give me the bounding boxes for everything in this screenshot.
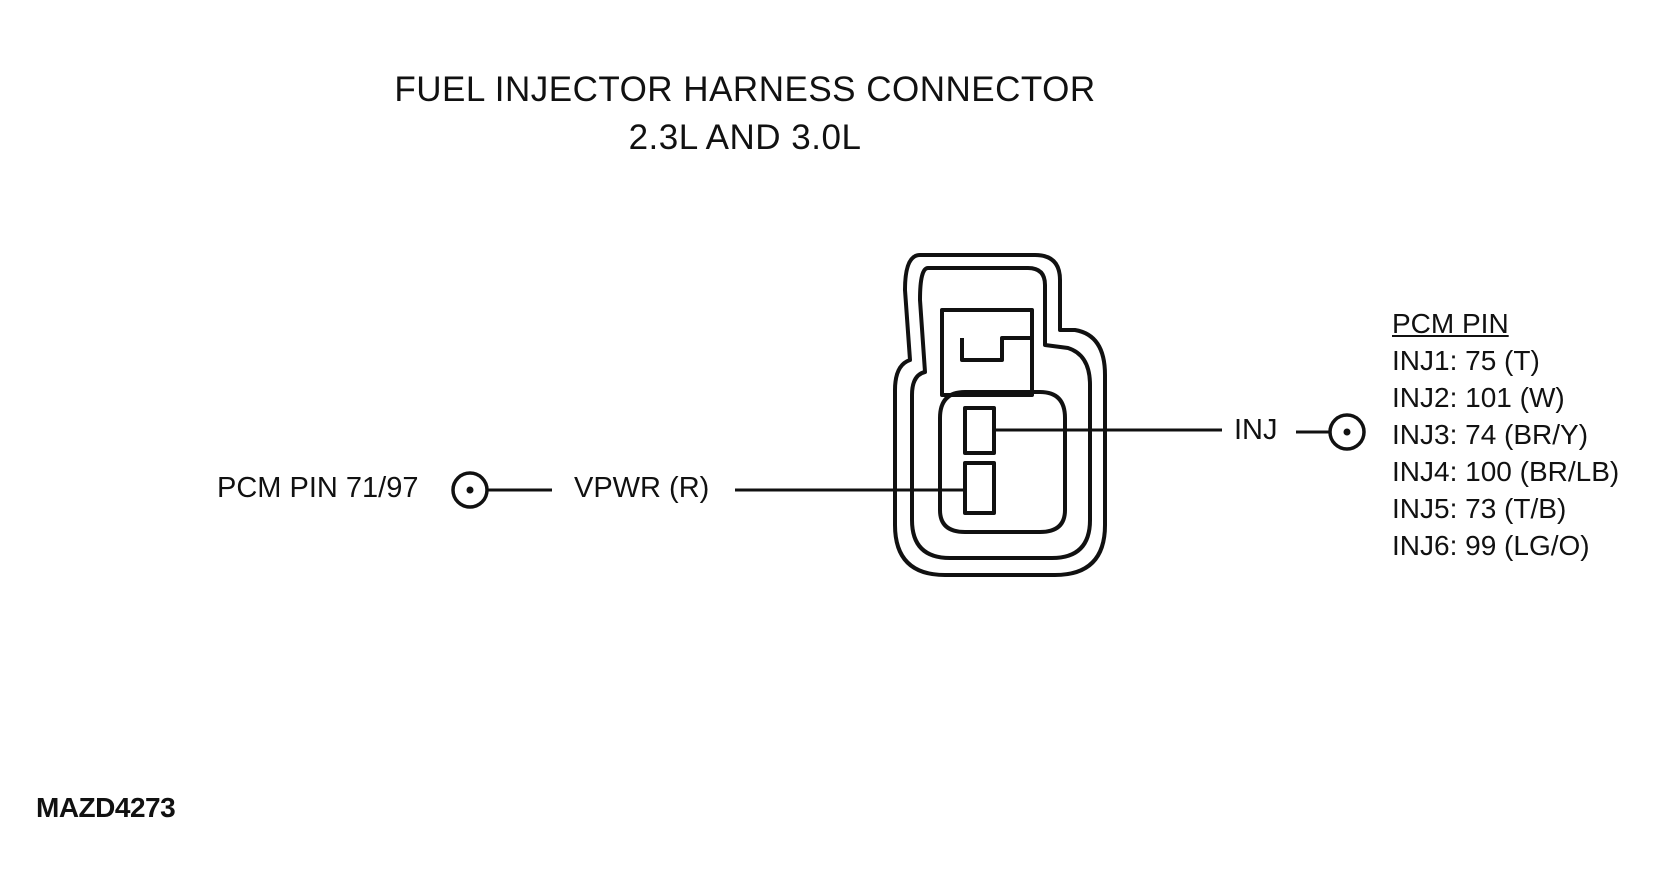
terminal-cavity	[938, 390, 1067, 534]
connector-housing-outer	[893, 253, 1107, 577]
diagram-title: FUEL INJECTOR HARNESS CONNECTOR	[394, 70, 1096, 109]
vpwr-wire-label: VPWR (R)	[574, 472, 710, 504]
inj-wire-label: INJ	[1234, 414, 1278, 446]
connector-latch-notch	[960, 336, 1032, 362]
pcm-pin-row: INJ2: 101 (W)	[1392, 382, 1565, 413]
pcm-pin-circle-left	[451, 471, 489, 509]
connector-housing-inner	[910, 266, 1092, 560]
pcm-pin-row: INJ1: 75 (T)	[1392, 345, 1540, 376]
terminal-vpwr	[963, 461, 996, 515]
pcm-pin-row: INJ5: 73 (T/B)	[1392, 493, 1567, 524]
terminal-inj	[963, 406, 996, 455]
pcm-pin-table: PCM PIN INJ1: 75 (T) INJ2: 101 (W) INJ3:…	[1392, 305, 1619, 564]
pcm-pin-table-header: PCM PIN	[1392, 308, 1509, 339]
pcm-pin-row: INJ3: 74 (BR/Y)	[1392, 419, 1589, 450]
pcm-pin-row: INJ6: 99 (LG/O)	[1392, 530, 1590, 561]
pcm-pin-row: INJ4: 100 (BR/LB)	[1392, 456, 1620, 487]
connector-latch	[940, 308, 1034, 397]
figure-id: MAZD4273	[36, 792, 176, 823]
pcm-pin-circle-right	[1328, 413, 1366, 451]
pcm-pin-71-97-label: PCM PIN 71/97	[217, 472, 419, 504]
diagram-subtitle: 2.3L AND 3.0L	[628, 118, 862, 157]
